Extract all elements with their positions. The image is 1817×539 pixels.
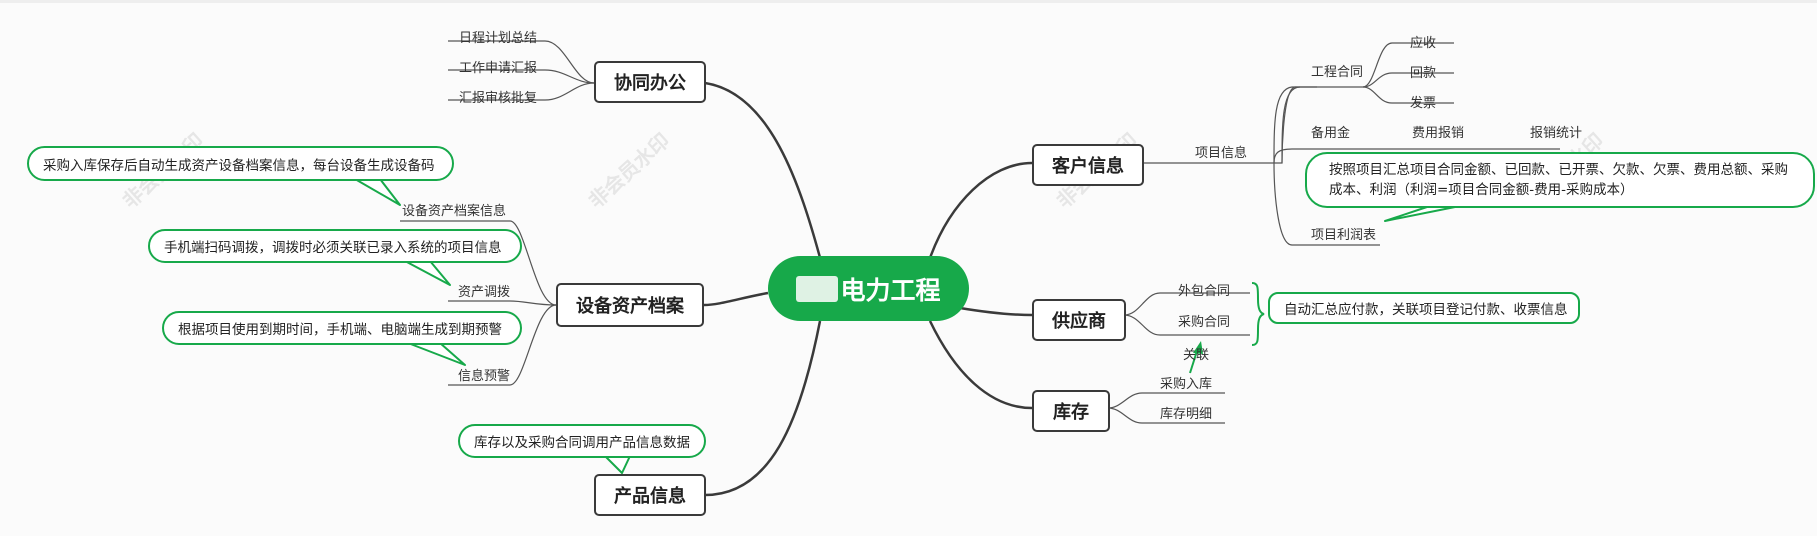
node-xietong-label: 协同办公 bbox=[614, 73, 686, 94]
node-shebei[interactable]: 设备资产档案 bbox=[556, 283, 704, 327]
leaf-gongcheng-hetong[interactable]: 工程合同 bbox=[1311, 65, 1364, 80]
leaf-beiyongjin[interactable]: 备用金 bbox=[1311, 126, 1351, 141]
leaf-fapiao[interactable]: 发票 bbox=[1410, 96, 1437, 111]
callout-chanpin: 库存以及采购合同调用产品信息数据 bbox=[458, 424, 706, 458]
leaf-caigou-hetong[interactable]: 采购合同 bbox=[1178, 315, 1231, 330]
node-kucun[interactable]: 库存 bbox=[1032, 390, 1110, 432]
node-kucun-label: 库存 bbox=[1053, 402, 1089, 423]
root-node[interactable]: 电力工程 bbox=[768, 256, 969, 321]
node-chanpin[interactable]: 产品信息 bbox=[594, 474, 706, 516]
node-shebei-label: 设备资产档案 bbox=[576, 296, 684, 317]
callout-gongying: 自动汇总应付款，关联项目登记付款、收票信息 bbox=[1268, 292, 1580, 324]
branch-line-shebei bbox=[703, 291, 769, 307]
node-chanpin-label: 产品信息 bbox=[614, 486, 686, 507]
root-title: 电力工程 bbox=[840, 275, 941, 305]
node-gongying[interactable]: 供应商 bbox=[1032, 299, 1126, 341]
callout-shebei-dangan: 采购入库保存后自动生成资产设备档案信息，每台设备生成设备码 bbox=[27, 146, 454, 181]
node-kehu[interactable]: 客户信息 bbox=[1032, 144, 1144, 186]
leaf-xiangmu-xinxi[interactable]: 项目信息 bbox=[1195, 146, 1248, 161]
leaf-feiyong-baoxiao[interactable]: 费用报销 bbox=[1412, 126, 1465, 141]
branch-line-xietong bbox=[704, 81, 824, 266]
leaf-shebei-dangan[interactable]: 设备资产档案信息 bbox=[402, 204, 507, 219]
leaf-zichan-diaobo[interactable]: 资产调拨 bbox=[458, 285, 511, 300]
leaf-gongzuo[interactable]: 工作申请汇报 bbox=[459, 61, 538, 76]
branch-line-gongying bbox=[959, 306, 1033, 317]
callout-tail-5 bbox=[1384, 205, 1461, 222]
leaf-baoxiao-tongji[interactable]: 报销统计 bbox=[1530, 126, 1583, 141]
callout-xinxi-yujing: 根据项目使用到期时间，手机端、电脑端生成到期预警 bbox=[162, 311, 522, 345]
redacted-block bbox=[796, 275, 839, 302]
callout-lirun: 按照项目汇总项目合同金额、已回款、已开票、欠款、欠票、费用总额、采购成本、利润（… bbox=[1305, 152, 1815, 208]
node-gongying-label: 供应商 bbox=[1052, 311, 1106, 332]
callout-tail-3 bbox=[407, 342, 466, 366]
node-xietong[interactable]: 协同办公 bbox=[594, 61, 706, 103]
branch-line-chanpin bbox=[704, 320, 822, 497]
relation-arrow bbox=[1189, 350, 1198, 374]
relation-label: 关联 bbox=[1183, 348, 1210, 363]
gongying-brace bbox=[1251, 282, 1265, 346]
branch-line-kehu bbox=[928, 161, 1033, 259]
leaf-yingshou[interactable]: 应收 bbox=[1410, 36, 1437, 51]
leaf-kucun-mingxi[interactable]: 库存明细 bbox=[1160, 407, 1213, 422]
callout-tail-2 bbox=[404, 260, 451, 286]
leaf-waibao-hetong[interactable]: 外包合同 bbox=[1178, 284, 1231, 299]
branch-line-kucun bbox=[928, 320, 1033, 410]
callout-tail-1 bbox=[354, 178, 401, 206]
node-kehu-label: 客户信息 bbox=[1052, 156, 1124, 177]
leaf-huikuan[interactable]: 回款 bbox=[1410, 66, 1437, 81]
leaf-xiangmu-lirun[interactable]: 项目利润表 bbox=[1311, 228, 1377, 243]
callout-tail-4 bbox=[604, 455, 631, 474]
leaf-caigou-ruku[interactable]: 采购入库 bbox=[1160, 377, 1213, 392]
leaf-richeng[interactable]: 日程计划总结 bbox=[459, 31, 538, 46]
callout-zichan-diaobo: 手机端扫码调拨，调拨时必须关联已录入系统的项目信息 bbox=[148, 229, 522, 263]
leaf-xinxi-yujing[interactable]: 信息预警 bbox=[458, 369, 511, 384]
leaf-huibao[interactable]: 汇报审核批复 bbox=[459, 91, 538, 106]
